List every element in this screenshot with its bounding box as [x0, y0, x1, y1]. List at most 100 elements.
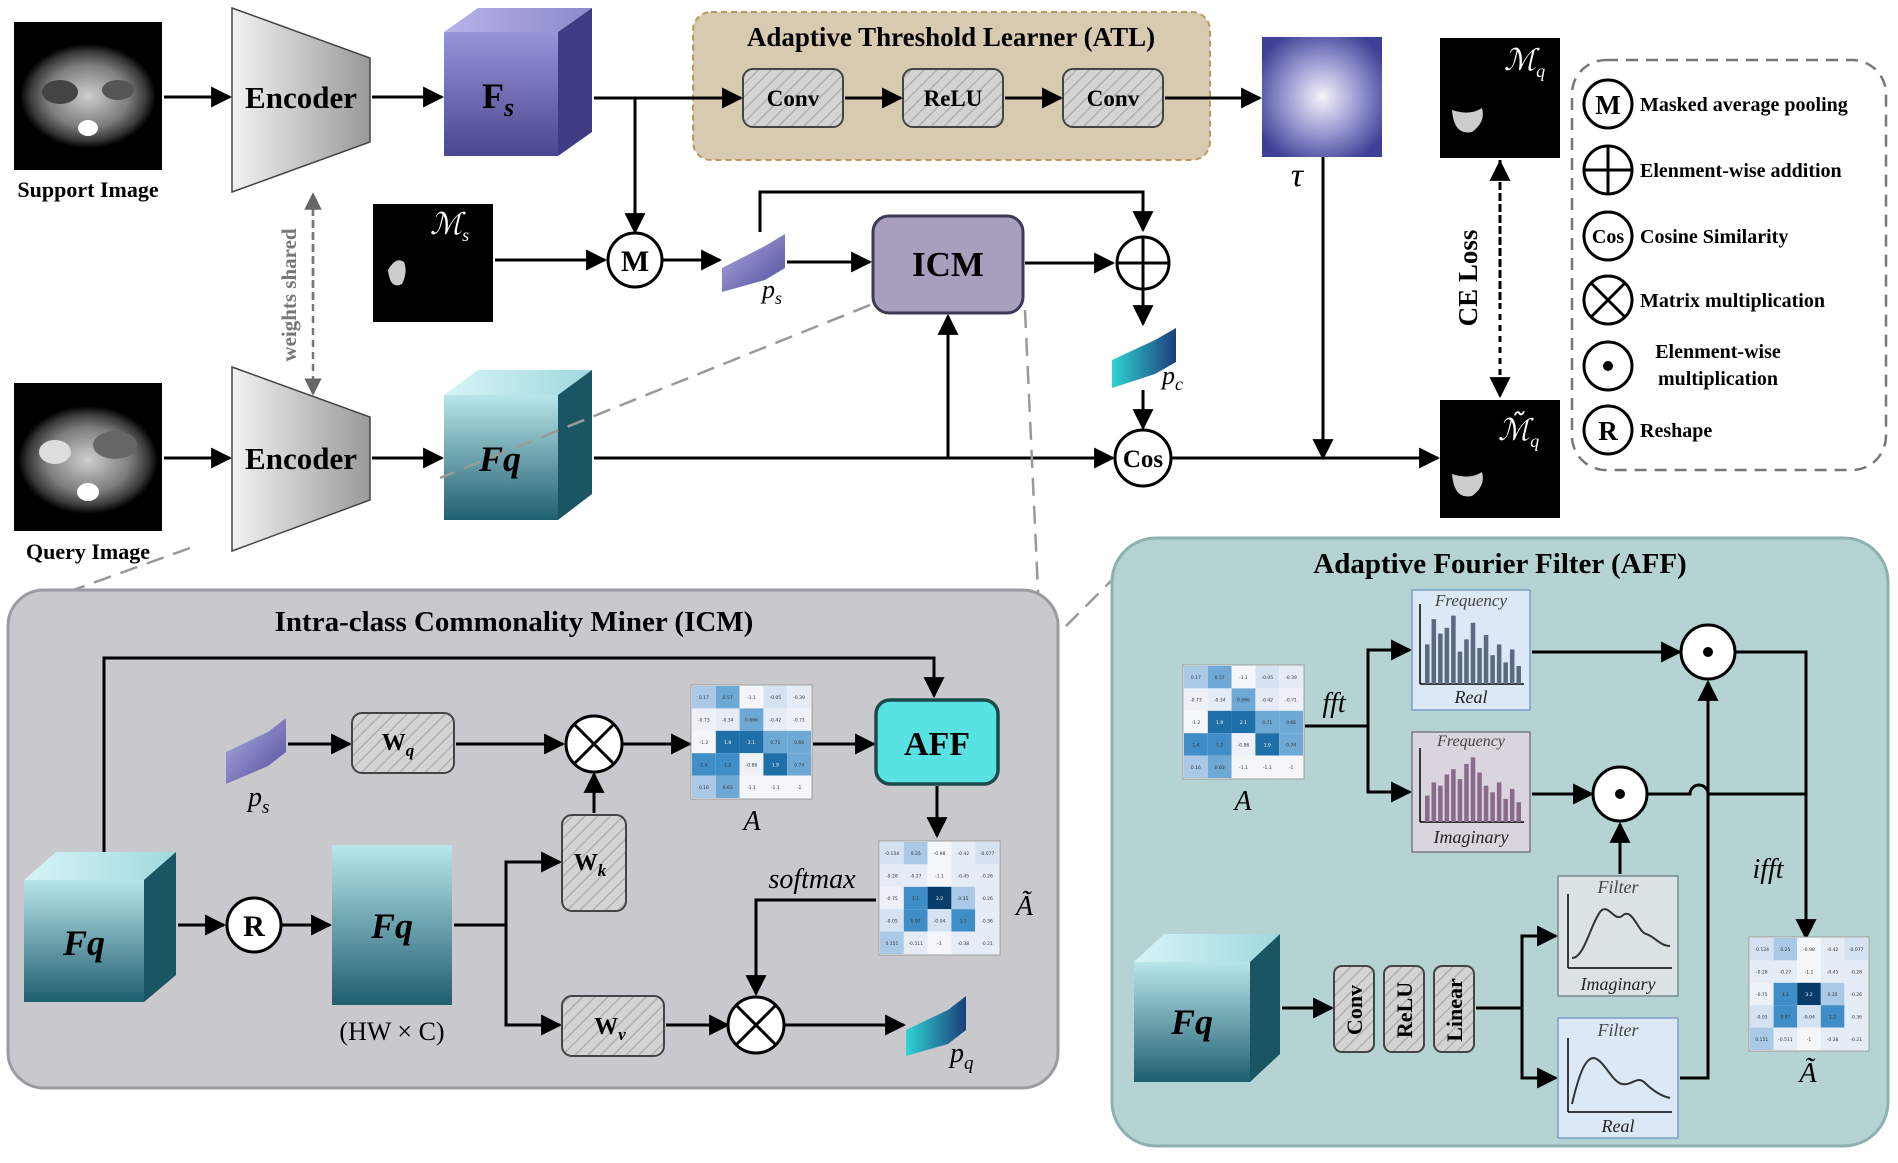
aff-a-value: 0.74: [1286, 742, 1296, 748]
icm-at-value: -1.1: [935, 874, 944, 880]
matrix-mul-op-2: [726, 995, 786, 1055]
encoder-bottom-label: Encoder: [245, 441, 357, 476]
aff-fq-label: Fq: [1170, 1002, 1213, 1042]
aff-a-cell: [1255, 710, 1280, 734]
aff-relu-label: ReLU: [1392, 982, 1417, 1038]
aff-at-value: -0.27: [1780, 970, 1792, 976]
aff-a-value: 0.666: [1237, 698, 1250, 704]
icm-at-value: -0.98: [934, 851, 946, 857]
icm-at-cell: [927, 864, 952, 887]
aff-a-value: -0.34: [1214, 698, 1226, 704]
wv-box: [561, 995, 665, 1057]
freq-real-bar: [1438, 633, 1443, 684]
icm-panel-title: Intra-class Commonality Miner (ICM): [275, 606, 754, 638]
icm-a-cell: [787, 753, 811, 776]
freq-imag-bar: [1451, 769, 1456, 822]
arrow-odot-top-ifft: [1736, 650, 1817, 941]
legend-label-2: Cosine Similarity: [1640, 226, 1788, 248]
aff-at-cell: [1750, 1027, 1774, 1050]
aff-at-value: 0.97: [1780, 1014, 1790, 1020]
freq-imag-bar: [1470, 757, 1476, 822]
atl-title: Adaptive Threshold Learner (ATL): [747, 22, 1155, 52]
aff-at-value: 0.25: [1780, 947, 1790, 953]
icm-a-cell: [763, 775, 788, 798]
freq-real-bar: [1431, 619, 1437, 684]
arrow-fft-real: [1366, 639, 1413, 726]
aff-panel-title: Adaptive Fourier Filter (AFF): [1313, 548, 1686, 580]
aff-a-cell: [1231, 666, 1256, 689]
aff-a-cell: [1255, 666, 1280, 689]
masked-avg-pool-op: [606, 231, 664, 289]
tau-map: [1262, 37, 1382, 157]
filter-imag-curve: [1567, 894, 1672, 969]
filter-imag-bottom-label: Imaginary: [1580, 974, 1656, 994]
icm-a-value: -0.73: [698, 718, 710, 724]
legend-symbol-text-0: M: [1595, 90, 1620, 120]
icm-a-cell: [787, 708, 811, 731]
aff-a-value: 1.9: [1264, 742, 1271, 748]
aff-a-value: -0.73: [1190, 698, 1202, 704]
icm-block-label: ICM: [912, 245, 984, 284]
icm-a-tilde-label: Ã: [1014, 891, 1034, 922]
aff-a-value: 2.1: [1240, 720, 1247, 726]
encoder-top-label: Encoder: [245, 80, 357, 115]
icm-a-value: 1.2: [724, 762, 731, 768]
icm-a-cell: [739, 753, 764, 776]
aff-a-label: A: [1232, 786, 1252, 817]
pc-label: pc: [1160, 361, 1183, 394]
legend-panel: [1570, 58, 1888, 472]
aff-at-value: -0.134: [1755, 947, 1770, 953]
aff-conv-label: Conv: [1342, 985, 1367, 1035]
arrow-linear-filter-real: [1520, 1008, 1559, 1089]
icm-at-cell: [903, 842, 928, 865]
aff-a-cell: [1207, 666, 1232, 689]
legend-symbol-text-2: Cos: [1592, 226, 1624, 248]
aff-at-cell: [1820, 938, 1845, 961]
icm-a-cell: [763, 686, 788, 709]
aff-a-cell: [1279, 688, 1303, 711]
freq-real-bar: [1451, 615, 1456, 684]
aff-at-cell: [1844, 938, 1868, 961]
freq-imag-bar: [1477, 772, 1482, 822]
mq-label: ℳq: [1504, 44, 1545, 81]
icm-at-value: -0.077: [980, 851, 995, 857]
fq-cube-main: [444, 370, 592, 520]
icm-at-value: -0.21: [981, 941, 993, 947]
icm-a-value: 0.63: [723, 785, 733, 791]
freq-imag-bar: [1516, 802, 1521, 822]
icm-a-value: -0.05: [769, 695, 781, 701]
aff-at-value: 0.151: [1755, 1037, 1768, 1043]
freq-imag-bottom-label: Imaginary: [1433, 827, 1509, 847]
icm-a-value: 1.4: [700, 762, 707, 768]
aff-at-value: 0.35: [1828, 992, 1838, 998]
icm-at-value: -0.04: [934, 918, 946, 924]
mq-pred-label: ℳ̃q: [1498, 411, 1539, 451]
icm-at-value: -0.05: [886, 918, 898, 924]
zoom-guide-1: [439, 303, 871, 480]
freq-imag-bar: [1431, 782, 1437, 822]
icm-a-cell: [739, 775, 764, 798]
pc-prism: [1112, 328, 1176, 388]
arrow-ps-add: [758, 190, 1154, 233]
icm-at-value: 3.2: [936, 896, 943, 902]
freq-real-bar: [1444, 627, 1450, 684]
icm-a-cell: [692, 730, 716, 754]
icm-fq-reshaped: [332, 845, 452, 1005]
icm-a-value: 0.17: [699, 695, 709, 701]
freq-imag-bar: [1425, 795, 1430, 822]
legend-symbol-2: [1582, 210, 1634, 262]
weights-shared-label: weights shared: [277, 228, 301, 362]
aff-a-tilde-label: Ã: [1797, 1058, 1817, 1089]
freq-imag-bar: [1496, 782, 1502, 822]
aff-a-cell: [1184, 710, 1208, 734]
reshape-op: [225, 896, 283, 954]
fq-main-label: Fq: [478, 439, 521, 479]
icm-at-cell: [975, 842, 999, 865]
atl-conv2-label: Conv: [1087, 86, 1140, 111]
freq-real-bar: [1509, 649, 1515, 684]
aff-block: [874, 698, 1000, 786]
atl-relu-label: ReLU: [924, 86, 983, 111]
aff-at-value: -0.36: [1850, 1014, 1862, 1020]
